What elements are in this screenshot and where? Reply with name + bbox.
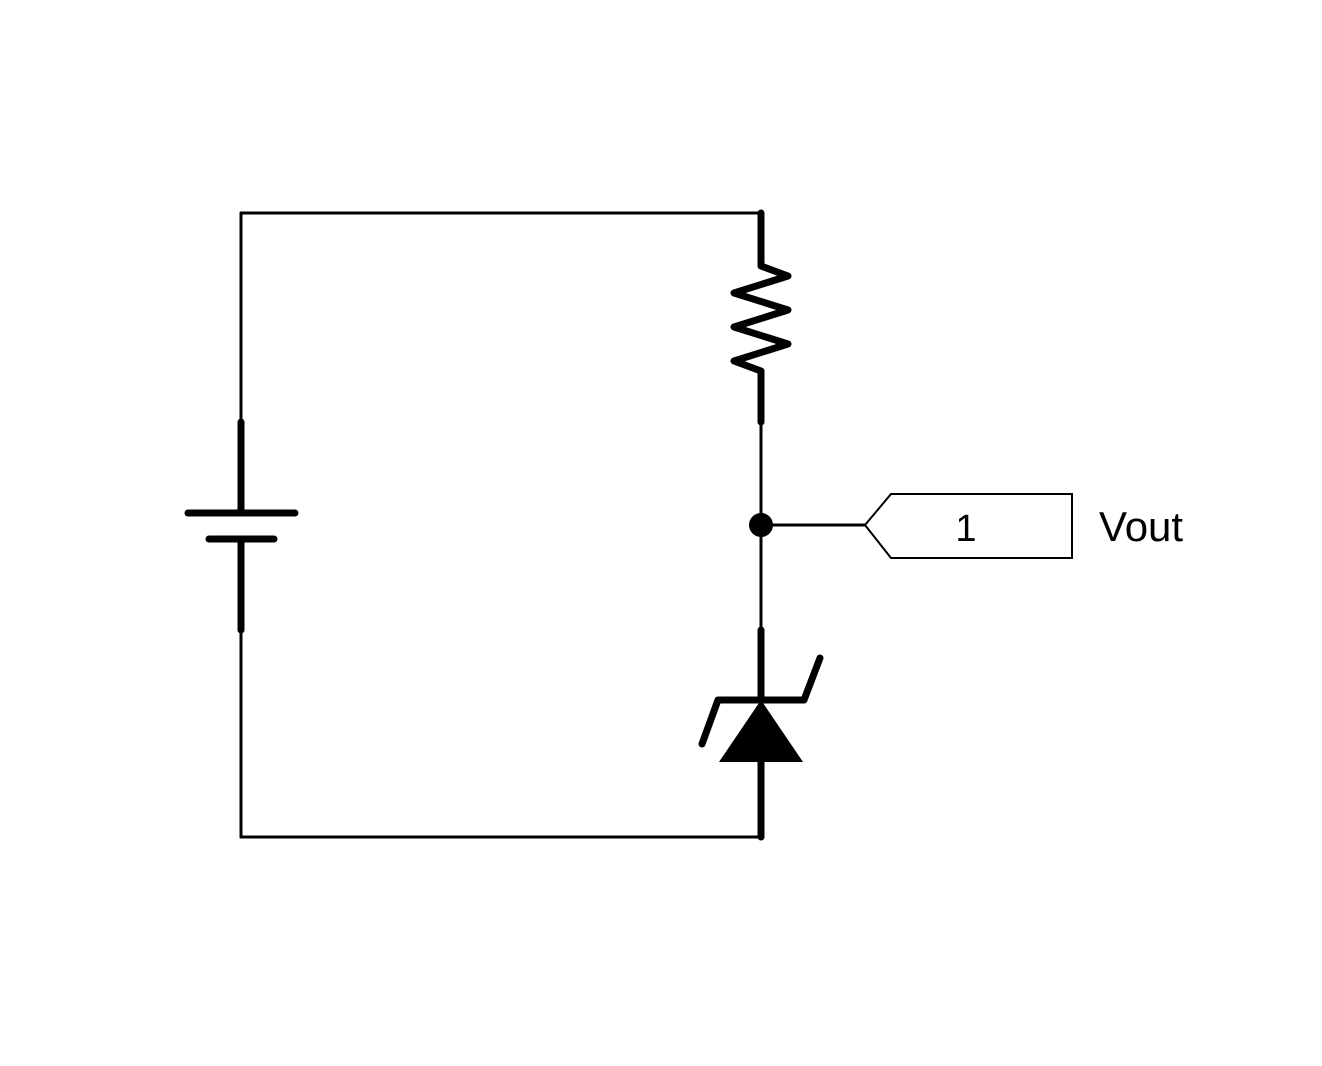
wires [239,211,867,839]
junction-dot [749,513,773,537]
output-port-label: Vout [1099,503,1183,550]
output-port-flag [863,493,1073,559]
output-port: 1 Vout [863,493,1183,559]
resistor-symbol [730,209,792,426]
output-port-number: 1 [955,508,976,550]
zener-diode-symbol [698,626,824,841]
battery-symbol [184,418,299,634]
resistor-zigzag [730,209,792,426]
zener-triangle [719,700,803,762]
